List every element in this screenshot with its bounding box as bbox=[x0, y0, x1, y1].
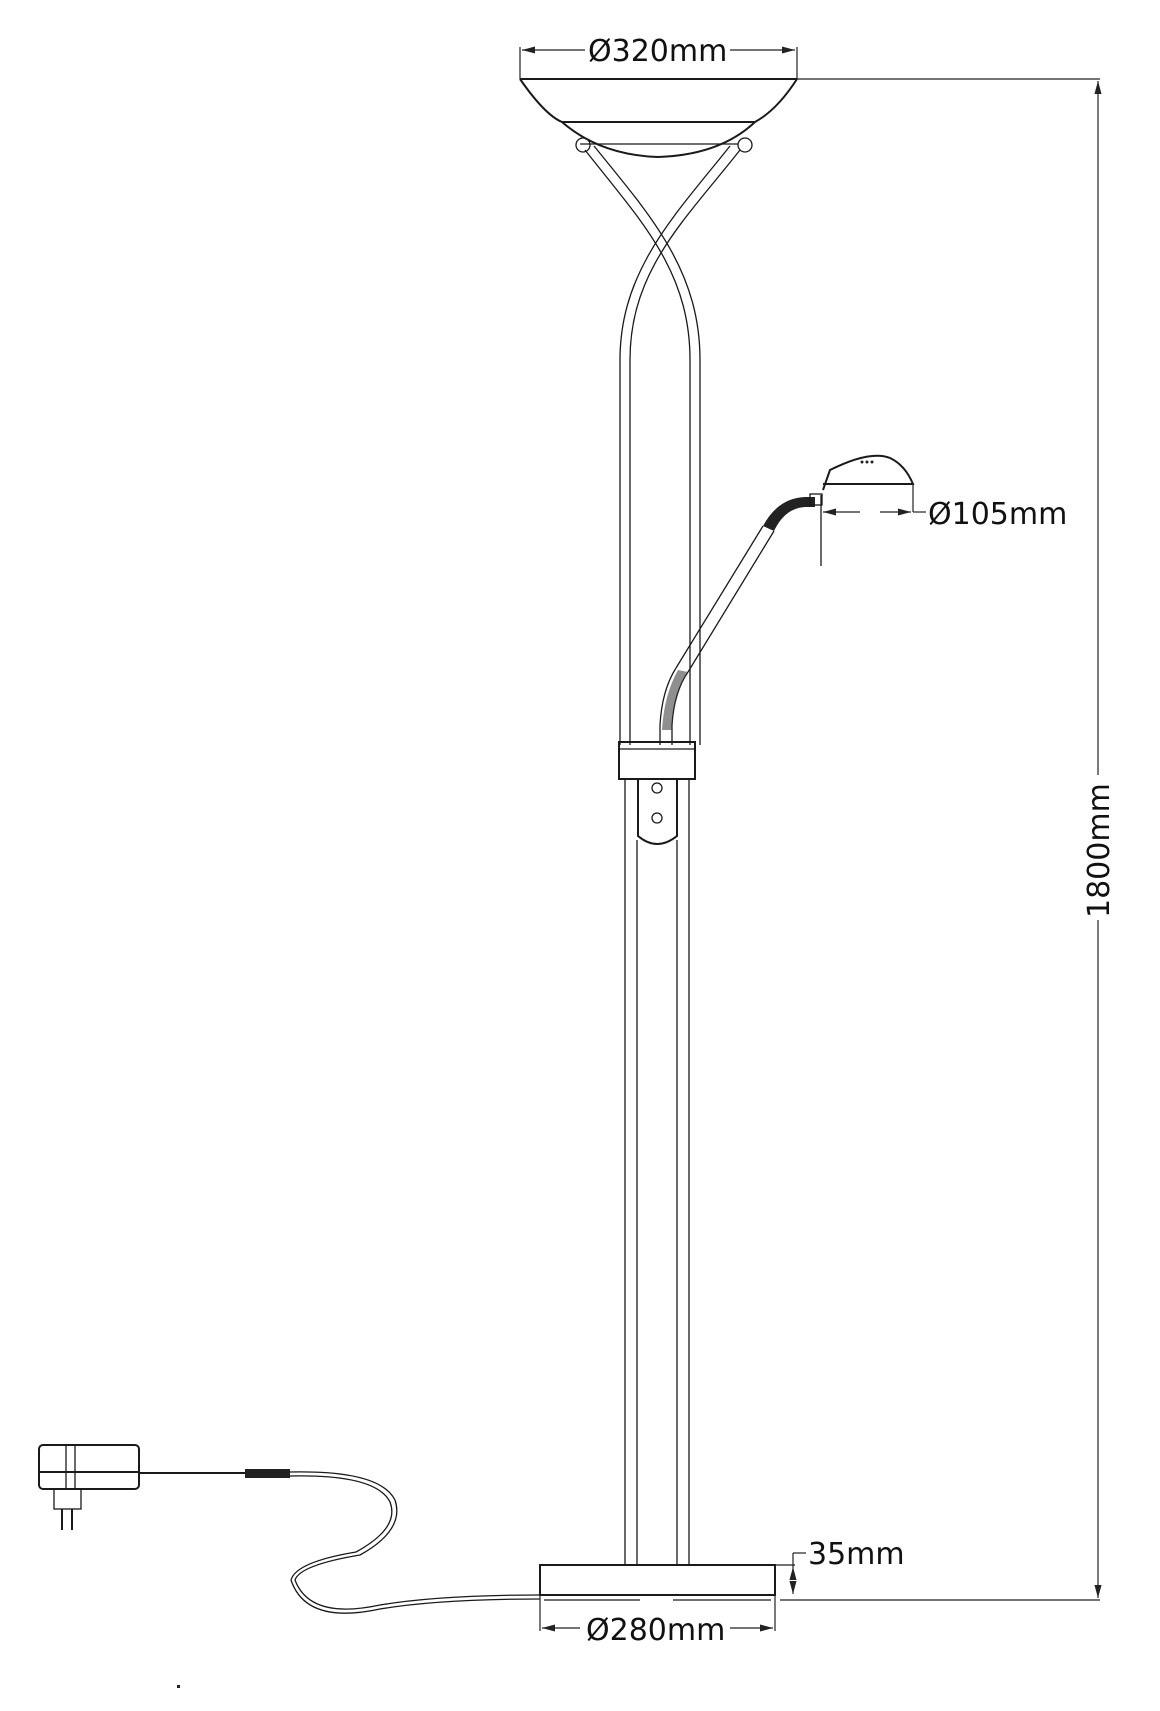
top-shade bbox=[519, 78, 798, 159]
crossing-arms bbox=[584, 145, 741, 745]
base bbox=[539, 1564, 776, 1601]
power-cable bbox=[139, 1469, 541, 1614]
label-base-height: 35mm bbox=[808, 1537, 905, 1572]
label-reading-head-diameter: Ø105mm bbox=[928, 497, 1067, 532]
lower-poles bbox=[624, 779, 690, 1565]
switch-housing bbox=[618, 741, 696, 845]
dim-total-height: 1800mm bbox=[780, 78, 1117, 1601]
dim-base-height: 35mm bbox=[775, 1537, 905, 1594]
label-base-diameter: Ø280mm bbox=[586, 1613, 725, 1648]
dim-base-diameter: Ø280mm bbox=[539, 1595, 776, 1648]
stray-dot bbox=[177, 1685, 180, 1688]
dim-top-diameter: Ø320mm bbox=[519, 34, 798, 79]
reading-arm bbox=[659, 493, 823, 745]
dim-reading-head: Ø105mm bbox=[823, 484, 1067, 532]
reading-head bbox=[820, 454, 915, 566]
label-total-height: 1800mm bbox=[1082, 783, 1117, 918]
label-top-diameter: Ø320mm bbox=[588, 34, 727, 69]
power-adapter bbox=[38, 1444, 140, 1530]
